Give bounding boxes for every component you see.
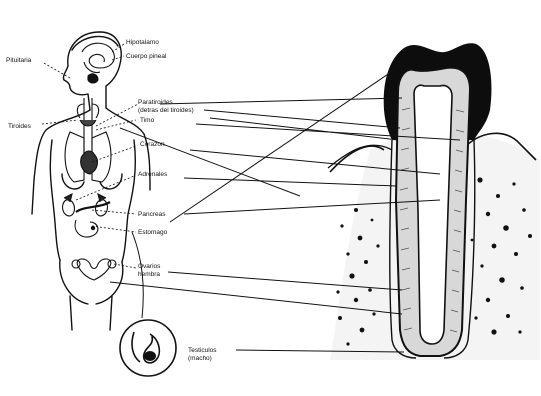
label-pancreas: Pancreas bbox=[138, 211, 166, 218]
label-paratiroides-2: (detras del tiroides) bbox=[138, 107, 194, 114]
label-ovarios-1: Ovarios bbox=[138, 263, 161, 270]
testicle-inset bbox=[120, 320, 176, 376]
label-hipotalamo: Hipotalamo bbox=[126, 39, 159, 46]
label-tiroides: Tiroides bbox=[8, 123, 32, 130]
label-testiculos-2: (macho) bbox=[188, 355, 212, 362]
label-pituitaria: Pituitaria bbox=[6, 57, 32, 64]
internal-organs bbox=[63, 43, 144, 318]
label-corazon: Corazon bbox=[140, 141, 165, 148]
label-estomago: Estomago bbox=[138, 229, 168, 236]
label-timo: Timo bbox=[140, 117, 155, 124]
label-cuerpo-pineal: Cuerpo pineal bbox=[126, 53, 167, 60]
label-testiculos-1: Testiculos bbox=[188, 347, 217, 354]
label-paratiroides-1: Paratiroides bbox=[138, 99, 173, 106]
label-ovarios-2: hembra bbox=[138, 271, 160, 278]
label-adrenales: Adrenales bbox=[138, 171, 168, 178]
tooth-cross-section bbox=[328, 43, 540, 360]
